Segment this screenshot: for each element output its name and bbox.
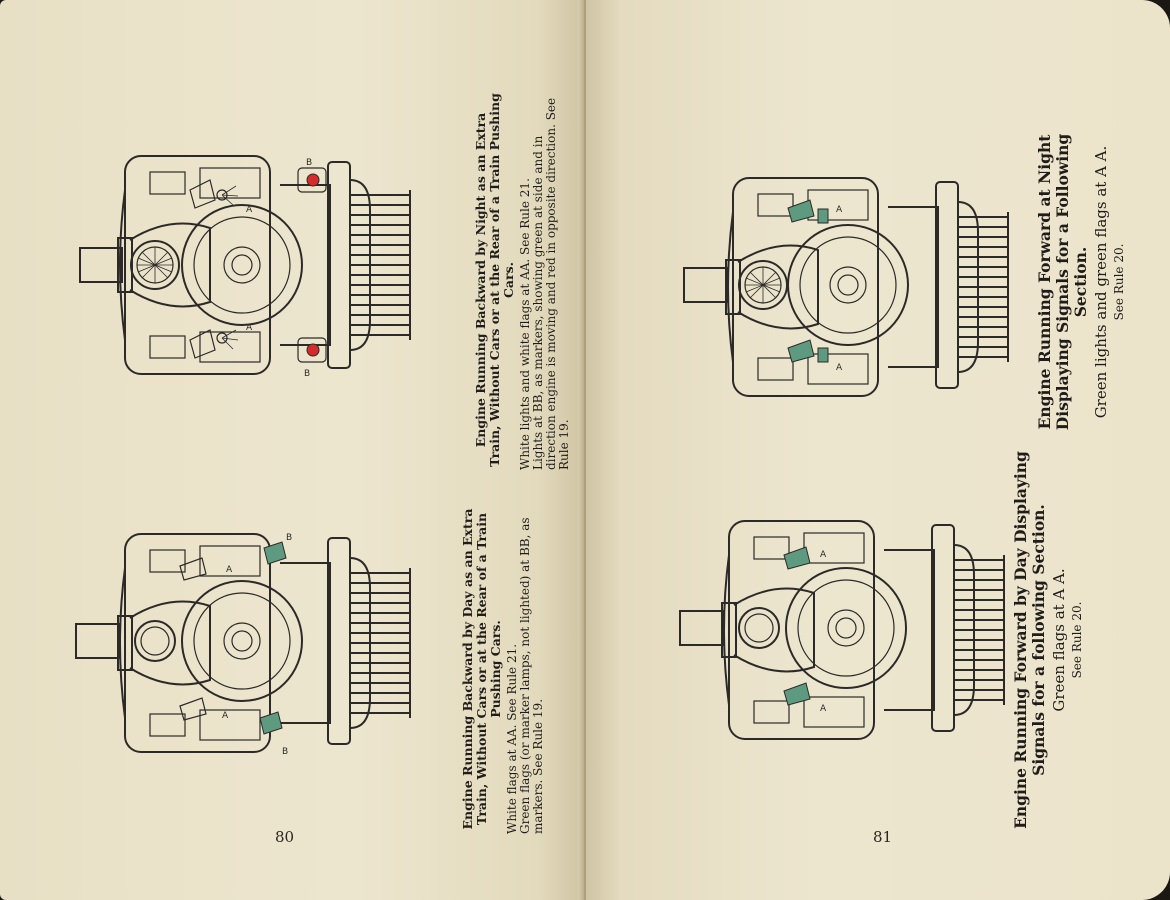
caption-line: Lights at BB, as markers, showing green …	[531, 97, 571, 470]
caption-day-forward: Engine Running Forward by Day Displaying…	[1011, 450, 1096, 830]
label-a: A	[836, 363, 843, 373]
engine-day-backward-illustration: A A B B	[75, 533, 411, 757]
label-b: B	[282, 747, 288, 757]
right-page: A A	[586, 0, 1170, 900]
label-a: A	[246, 323, 253, 333]
caption-line: See Rule 20.	[1070, 601, 1084, 679]
caption-title: Engine Running Backward by Night as an E…	[473, 93, 516, 467]
engine-day-forward-illustration: A A	[679, 520, 1005, 740]
caption-day-backward: Engine Running Backward by Day as an Ext…	[460, 504, 545, 834]
caption-line: See Rule 20.	[1112, 243, 1126, 321]
label-a: A	[836, 205, 843, 215]
caption-title: Engine Running Forward by Day Displaying…	[1011, 451, 1048, 829]
caption-night-forward: Engine Running Forward at Night Displayi…	[1035, 102, 1126, 462]
label-a: A	[820, 704, 827, 714]
engine-night-backward-illustration: A A B B	[79, 155, 411, 379]
engine-night-forward-illustration: A A	[683, 177, 1009, 397]
label-a: A	[246, 205, 253, 215]
left-page: A A B B	[0, 0, 584, 900]
label-a: A	[226, 565, 233, 575]
caption-title: Engine Running Forward at Night Displayi…	[1035, 133, 1090, 431]
label-b: B	[304, 369, 310, 379]
caption-line: Green lights and green flags at A A.	[1092, 145, 1110, 419]
label-a: A	[222, 711, 229, 721]
caption-night-backward: Engine Running Backward by Night as an E…	[473, 90, 571, 470]
caption-title: Engine Running Backward by Day as an Ext…	[460, 508, 503, 830]
label-b: B	[286, 533, 292, 543]
page-number-right: 81	[873, 828, 893, 846]
label-b: B	[306, 158, 312, 168]
page-number-left: 80	[275, 828, 295, 846]
caption-line: Green flags at A A.	[1050, 568, 1068, 712]
caption-line: Green flags (or marker lamps, not lighte…	[518, 517, 545, 834]
label-a: A	[820, 550, 827, 560]
